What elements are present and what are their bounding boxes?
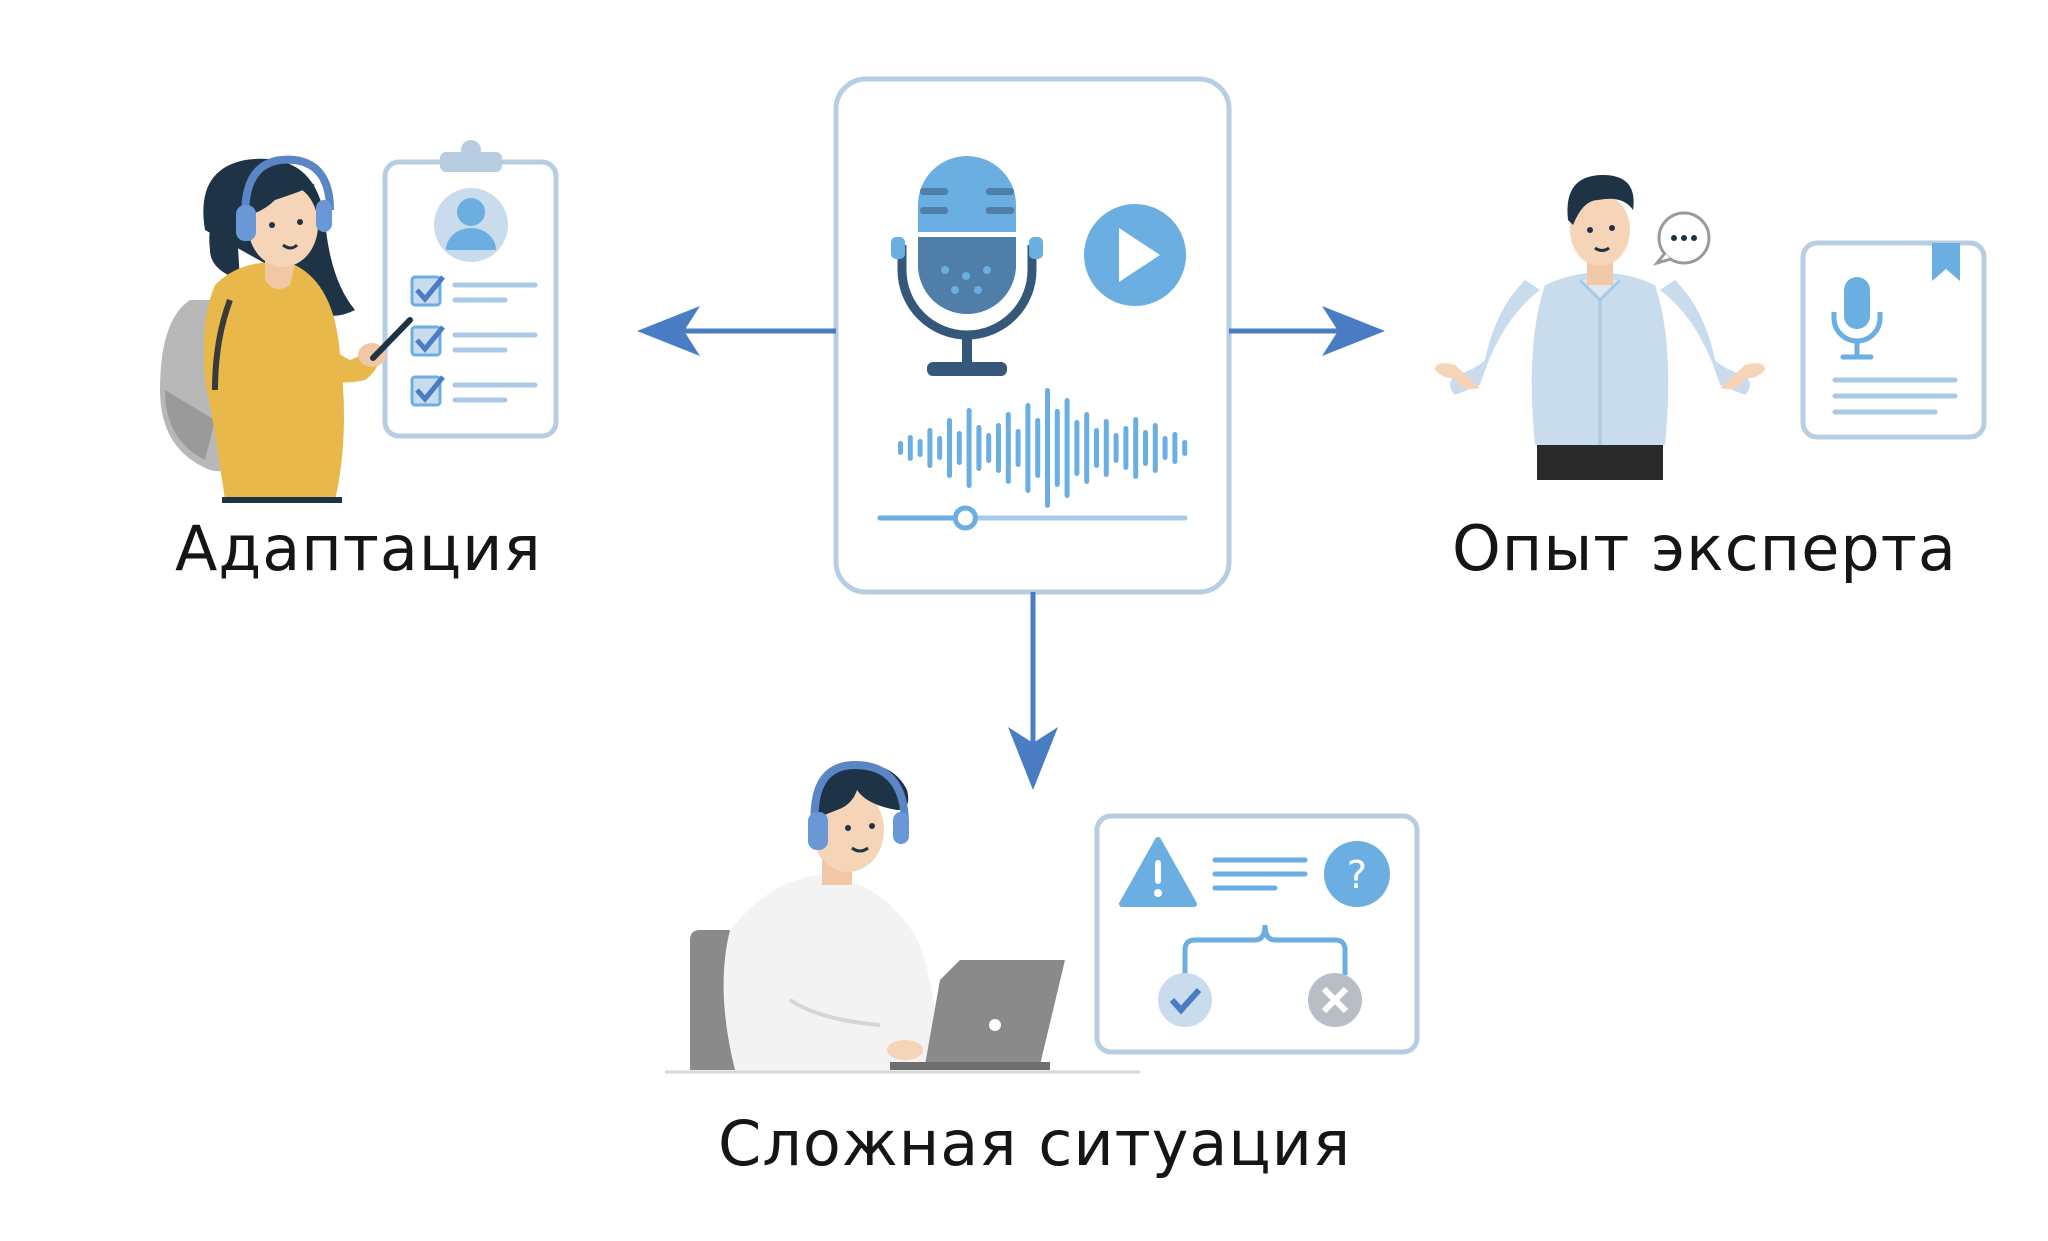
- difficult-situation-illustration: ?: [665, 760, 1420, 1074]
- play-icon: [1084, 204, 1186, 306]
- speech-bubble-icon: [1652, 211, 1711, 266]
- cross-icon: [1308, 973, 1362, 1027]
- expert-person-icon: [1435, 175, 1765, 480]
- decision-card: ?: [1094, 813, 1420, 1055]
- label-adaptation: Адаптация: [175, 512, 542, 585]
- arrow-left: [637, 306, 836, 356]
- adaptation-illustration: [160, 140, 559, 503]
- warning-icon: [1119, 837, 1197, 907]
- checklist-clipboard-icon: [382, 140, 559, 439]
- svg-text:?: ?: [1347, 853, 1367, 897]
- microphone-icon: [891, 156, 1043, 376]
- label-difficult-situation: Сложная ситуация: [718, 1107, 1352, 1180]
- progress-slider: [877, 505, 1188, 531]
- arrow-down: [1008, 592, 1058, 790]
- audio-document-icon: [1800, 240, 1987, 440]
- audio-card: [833, 76, 1232, 595]
- arrow-right: [1229, 306, 1385, 356]
- check-icon: [1158, 973, 1212, 1027]
- label-expert-experience: Опыт эксперта: [1452, 512, 1957, 585]
- waveform-icon: [898, 388, 1188, 508]
- person-at-laptop-icon: [665, 760, 1140, 1074]
- person-with-headphones-icon: [160, 155, 413, 503]
- question-icon: ?: [1324, 841, 1390, 907]
- expert-illustration: [1435, 175, 1987, 480]
